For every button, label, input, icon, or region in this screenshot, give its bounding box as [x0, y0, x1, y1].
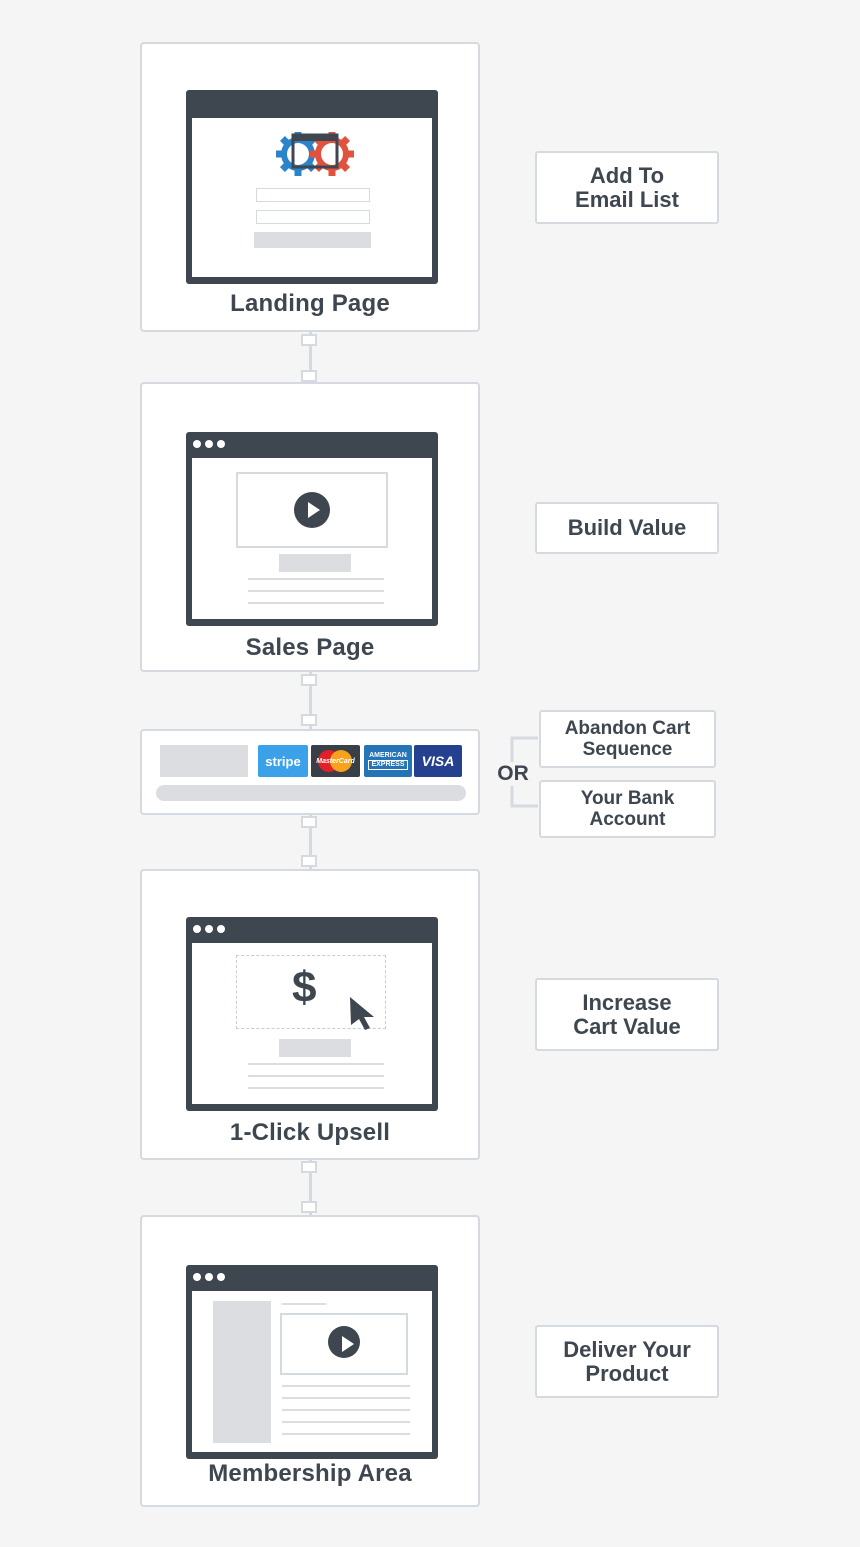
gears-icon	[276, 132, 354, 176]
text-line	[282, 1303, 326, 1305]
stripe-text: stripe	[265, 753, 301, 769]
browser-screen	[192, 118, 432, 277]
or-label: OR	[490, 762, 536, 786]
mastercard-text: MasterCard	[316, 757, 355, 765]
sidebar-placeholder	[213, 1301, 271, 1443]
connector-line	[309, 1160, 312, 1218]
membership-title: Membership Area	[208, 1460, 412, 1487]
window-dots-icon	[193, 1273, 225, 1281]
text-line	[248, 1087, 384, 1089]
accept-button-placeholder	[279, 1039, 351, 1057]
visa-text: VISA	[421, 753, 455, 769]
browser-screen: $	[192, 943, 432, 1104]
deliver-your-product-label: Deliver Your Product	[535, 1325, 719, 1398]
connector-node	[301, 714, 317, 726]
text-line	[282, 1385, 410, 1387]
landing-browser-window	[186, 90, 438, 284]
your-bank-account-label: Your Bank Account	[539, 780, 716, 838]
add-to-email-list-label: Add To Email List	[535, 151, 719, 224]
landing-page-title: Landing Page	[230, 290, 390, 317]
video-frame	[280, 1313, 408, 1375]
stripe-logo: stripe	[258, 745, 308, 777]
increase-cart-value-label: Increase Cart Value	[535, 978, 719, 1051]
headline-placeholder	[279, 554, 351, 572]
browser-screen	[192, 458, 432, 619]
amex-logo: AMERICAN EXPRESS	[364, 745, 412, 777]
connector-node	[301, 1201, 317, 1213]
connector-node	[301, 334, 317, 346]
sales-page-title: Sales Page	[245, 634, 375, 661]
abandon-cart-sequence-label: Abandon Cart Sequence	[539, 710, 716, 768]
text-line	[248, 602, 384, 604]
browser-screen	[192, 1291, 432, 1452]
offer-frame	[236, 955, 386, 1029]
email-field	[256, 188, 370, 202]
text-line	[248, 578, 384, 580]
upsell-browser-window: $	[186, 917, 438, 1111]
window-dots-icon	[193, 440, 225, 448]
text-line	[282, 1433, 410, 1435]
checkout-card: stripe MasterCard AMERICAN EXPRESS VISA	[140, 729, 480, 815]
text-line	[282, 1409, 410, 1411]
mastercard-logo: MasterCard	[311, 745, 360, 777]
connector-node	[301, 1161, 317, 1173]
cursor-icon	[350, 997, 374, 1030]
upsell-card: $ 1-Click Upsell	[140, 869, 480, 1160]
window-dots-icon	[193, 925, 225, 933]
text-line	[282, 1397, 410, 1399]
membership-card: Membership Area	[140, 1215, 480, 1507]
play-icon	[294, 492, 330, 528]
video-frame	[236, 472, 388, 548]
connector-node	[301, 816, 317, 828]
amex-text-line1: AMERICAN	[369, 752, 407, 759]
pay-button-placeholder	[156, 785, 466, 801]
name-field	[256, 210, 370, 224]
text-line	[248, 590, 384, 592]
sales-browser-window	[186, 432, 438, 626]
amex-text-line2: EXPRESS	[368, 760, 408, 770]
landing-page-card: Landing Page	[140, 42, 480, 332]
text-line	[248, 1075, 384, 1077]
dollar-sign: $	[292, 963, 317, 1012]
sales-page-card: Sales Page	[140, 382, 480, 672]
text-line	[248, 1063, 384, 1065]
connector-node	[301, 370, 317, 382]
play-icon	[328, 1326, 360, 1358]
upsell-title: 1-Click Upsell	[229, 1119, 391, 1146]
membership-browser-window	[186, 1265, 438, 1459]
text-line	[282, 1421, 410, 1423]
connector-line	[309, 815, 312, 871]
card-number-placeholder	[160, 745, 248, 777]
connector-node	[301, 855, 317, 867]
visa-logo: VISA	[414, 745, 462, 777]
connector-line	[309, 672, 312, 730]
submit-button-placeholder	[254, 232, 371, 248]
connector-line	[309, 332, 312, 384]
mastercard-circles-icon	[318, 750, 352, 772]
build-value-label: Build Value	[535, 502, 719, 554]
connector-node	[301, 674, 317, 686]
